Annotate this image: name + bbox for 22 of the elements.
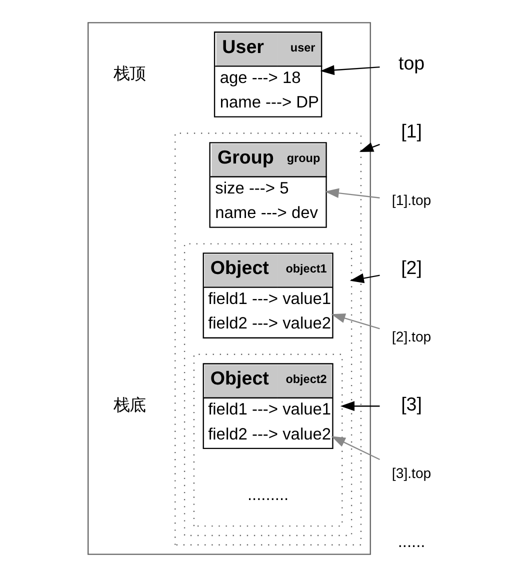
arrow xyxy=(340,401,380,412)
cluster xyxy=(174,132,362,546)
label: ...... xyxy=(397,532,425,551)
label: 栈顶 xyxy=(112,64,145,83)
arrow xyxy=(324,188,380,198)
node-text: [2] xyxy=(400,257,422,278)
arrow xyxy=(330,313,380,330)
node-text: [1].top xyxy=(391,192,431,208)
node-text: top xyxy=(398,52,424,74)
cluster xyxy=(87,22,370,555)
arrow xyxy=(349,273,380,284)
label: ......... xyxy=(246,486,288,504)
node-text: [3].top xyxy=(391,464,431,481)
node-text: [3] xyxy=(400,394,422,415)
node-text: [2].top xyxy=(391,328,431,345)
arrow xyxy=(330,436,380,460)
arrow xyxy=(320,65,380,76)
node-text: [1] xyxy=(400,120,422,142)
arrow xyxy=(358,142,380,152)
label: 栈底 xyxy=(112,396,145,414)
cluster xyxy=(183,243,352,536)
cluster xyxy=(192,354,342,527)
